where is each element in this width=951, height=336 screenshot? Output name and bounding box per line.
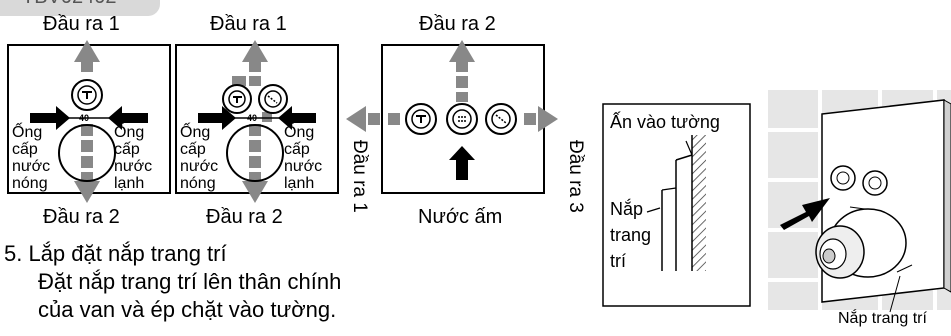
- cover-label-line1: Nắp: [610, 199, 644, 219]
- panel2-top-label: Đầu ra 1: [210, 13, 287, 35]
- panel1-mark: 40: [79, 113, 90, 123]
- cover-bottom-label: Nắp trang trí: [838, 310, 927, 327]
- panel3-top-label: Đầu ra 2: [419, 13, 496, 35]
- cover-label-line2: trang: [610, 225, 652, 245]
- panel1-cold-supply-label: Ống cấp nước lạnh: [114, 124, 153, 192]
- panel3-bottom-label: Nước ấm: [418, 206, 503, 228]
- press-to-wall-label: Ấn vào tường: [610, 109, 720, 135]
- panel2-mark: 40: [247, 113, 258, 123]
- panel2-hot-supply-label: Ống cấp nước nóng: [180, 124, 219, 192]
- step5-title: 5. Lắp đặt nắp trang trí: [4, 241, 227, 266]
- panel3-left-label: Đầu ra 1: [349, 140, 370, 213]
- panel1-hot-supply-label: Ống cấp nước nóng: [12, 124, 51, 192]
- model-code: TBV02402: [22, 0, 117, 9]
- valve-panel-left: [7, 40, 171, 203]
- panel2-bottom-label: Đầu ra 2: [206, 206, 283, 228]
- step5-line1: Đặt nắp trang trí lên thân chính: [38, 269, 342, 294]
- panel1-top-label: Đầu ra 1: [43, 13, 120, 35]
- cover-label-line3: trí: [610, 251, 626, 271]
- step5-line2: của van và ép chặt vào tường.: [38, 297, 337, 322]
- valve-panel-right: [346, 40, 558, 194]
- panel1-bottom-label: Đầu ra 2: [43, 206, 120, 228]
- panel2-cold-supply-label: Ống cấp nước lạnh: [284, 124, 323, 192]
- model-code-tab: TBV02402: [0, 0, 160, 16]
- valve-panel-middle: [175, 40, 339, 203]
- install-illustration: [602, 90, 951, 313]
- panel3-right-label: Đầu ra 3: [565, 140, 586, 213]
